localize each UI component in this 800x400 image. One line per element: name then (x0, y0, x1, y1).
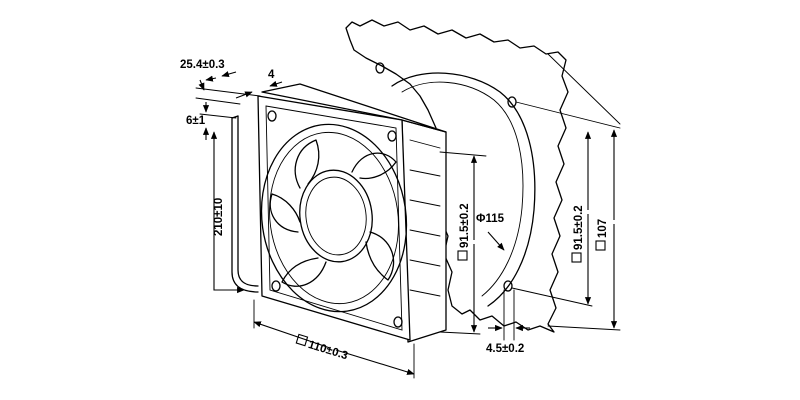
dimension-lines (195, 53, 621, 379)
square-symbol-icon (295, 333, 309, 347)
svg-text:91.5±0.2: 91.5±0.2 (459, 203, 471, 248)
label-frame-depth: 4 (268, 69, 275, 81)
square-symbol-icon (571, 252, 582, 263)
label-hole-pitch-rear: 91.5±0.2 (571, 205, 585, 263)
label-lead-strip: 25.4±0.3 (180, 59, 225, 71)
svg-text:110±0.3: 110±0.3 (307, 339, 350, 362)
svg-text:91.5±0.2: 91.5±0.2 (573, 205, 585, 250)
label-hole-diameter: 4.5±0.2 (486, 343, 524, 355)
label-lead-end: 6±1 (186, 115, 206, 127)
label-lead-length: 210±10 (213, 198, 225, 236)
square-symbol-icon (457, 250, 468, 261)
lead-wire (231, 115, 259, 293)
square-symbol-icon (595, 240, 606, 251)
fan-body (257, 83, 447, 343)
label-cutout-diameter: Φ115 (476, 213, 505, 225)
label-hole-pitch-front: 91.5±0.2 (457, 203, 471, 261)
svg-text:107: 107 (597, 219, 609, 238)
label-panel-size: 107 (595, 219, 609, 251)
